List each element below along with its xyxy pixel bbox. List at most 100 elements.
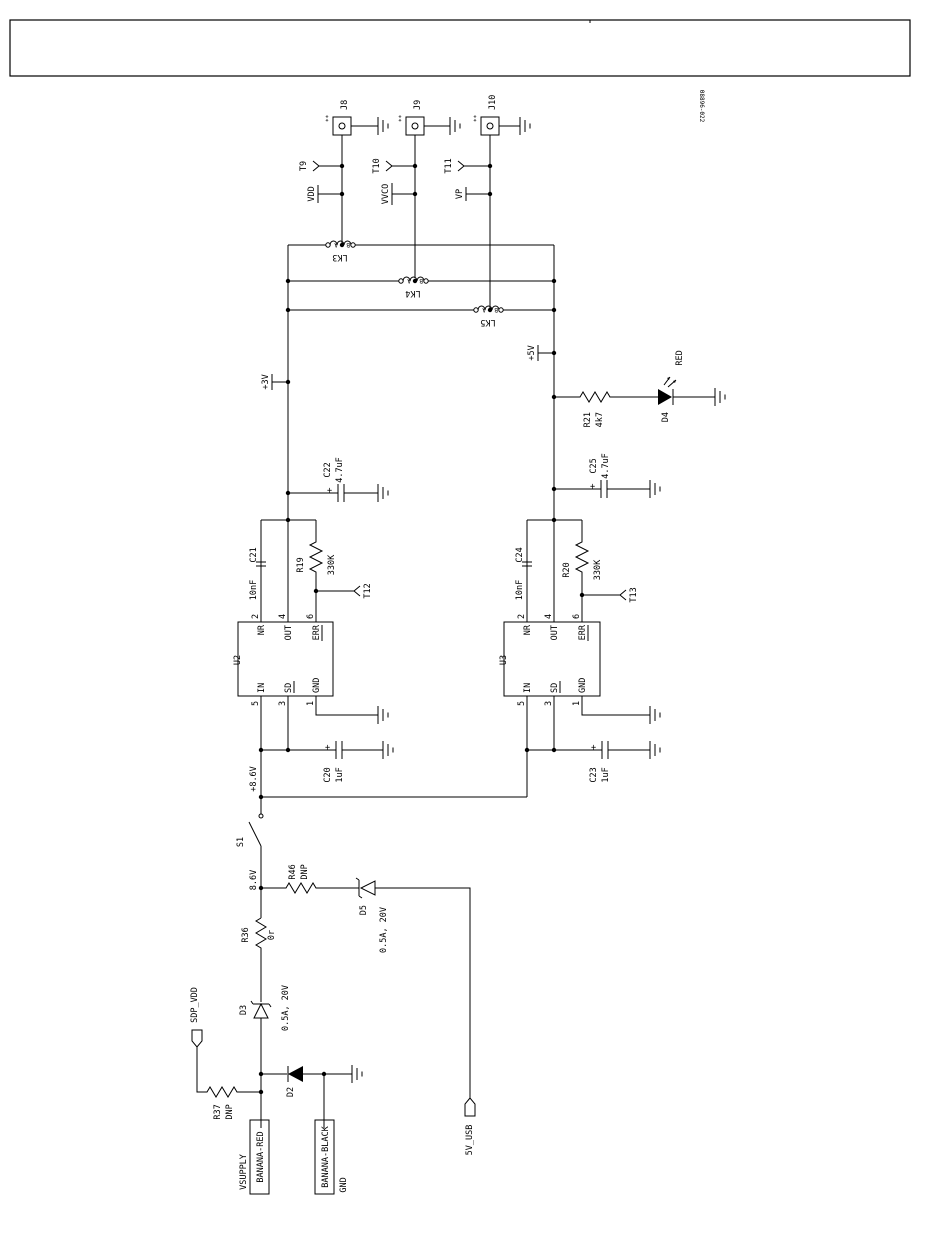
c20-value: 1uF <box>335 767 345 782</box>
lk5-pin-a: A <box>482 306 486 313</box>
link-lk3 <box>288 240 554 248</box>
d5-value: 0.5A, 20V <box>379 907 389 953</box>
d3-label: D3 <box>239 1005 249 1015</box>
plus8v6-label: +8.6V <box>249 766 259 792</box>
connector-j8 <box>332 116 389 245</box>
u2-pin4: 4 <box>278 614 288 619</box>
u2-label: U2 <box>233 655 243 665</box>
u2-pin-sd: SD <box>284 683 294 693</box>
u3-pin3: 3 <box>544 701 554 706</box>
sdp-vdd-label: SDP_VDD <box>190 987 200 1023</box>
banana-black-connector <box>314 1119 335 1195</box>
u3-pin-in: IN <box>523 683 533 693</box>
c22-label: C22 <box>323 462 333 477</box>
u2-pin-gnd: GND <box>312 678 322 693</box>
u2-pin-in: IN <box>257 683 267 693</box>
lk4-pin-a: A <box>407 277 411 284</box>
resistor-r21 <box>551 391 658 403</box>
lk5-label: LK5 <box>480 317 495 327</box>
c22-plus: + <box>327 486 332 496</box>
switch-s1 <box>248 813 264 918</box>
banana-red-connector <box>249 1119 270 1195</box>
c20-label: C20 <box>323 767 333 782</box>
u2-pin2: 2 <box>251 614 261 619</box>
c25-label: C25 <box>589 458 599 473</box>
j9-mark: ** <box>398 114 405 122</box>
c23-plus: + <box>591 743 596 753</box>
c20-plus: + <box>325 743 330 753</box>
r37-label: R37 <box>213 1104 223 1119</box>
u3-bottom-wiring <box>524 696 661 797</box>
test-point-t11 <box>457 160 493 172</box>
c25-plus: + <box>590 482 595 492</box>
u3-pin5: 5 <box>517 701 527 706</box>
r19-value: 330K <box>327 554 337 575</box>
lk3-pin-a: A <box>334 241 338 248</box>
capacitor-c25 <box>551 479 661 499</box>
c25-value: 4.7uF <box>601 453 611 479</box>
port-sdp-vdd <box>191 1029 264 1098</box>
v8v6-label: 8.6V <box>249 870 259 890</box>
banana-red-label: BANANA-RED <box>256 1131 266 1182</box>
lk4-label: LK4 <box>405 288 420 298</box>
c24-value: 10nF <box>515 580 525 600</box>
u3-pin4: 4 <box>544 614 554 619</box>
usb5v-label: 5V_USB <box>465 1125 475 1156</box>
u2-pin3: 3 <box>278 701 288 706</box>
u2-pin-err: ERR <box>312 624 322 640</box>
r36-value: 0r <box>267 930 277 940</box>
led-d4 <box>658 376 726 407</box>
diode-d3 <box>250 1000 272 1128</box>
lk4-pin-b: B <box>419 277 423 284</box>
rail-5v <box>537 245 557 622</box>
u2-pin5: 5 <box>251 701 261 706</box>
u3-circuit <box>522 517 627 622</box>
u3-pin-gnd: GND <box>578 678 588 693</box>
test-point-t9 <box>312 160 345 172</box>
resistor-r36 <box>255 917 267 1002</box>
u3-label: U3 <box>499 655 509 665</box>
j10-label: J10 <box>488 95 498 110</box>
u3-pin-sd: SD <box>550 683 560 693</box>
power-flag-vvco <box>391 183 418 205</box>
power-flag-vp <box>465 187 493 201</box>
c21-value: 10nF <box>249 580 259 600</box>
ic-u2 <box>237 621 334 697</box>
u2-bottom-wiring <box>258 696 394 797</box>
t9-label: T9 <box>299 161 309 171</box>
lk3-label: LK3 <box>332 252 347 262</box>
gnd-net-label: GND <box>339 1177 349 1192</box>
vvco-label: VVCO <box>381 184 391 204</box>
j8-label: J8 <box>340 100 350 110</box>
u3-pin-out: OUT <box>550 625 560 640</box>
banana-black-label: BANANA-BLACK <box>321 1125 331 1187</box>
c21-label: C21 <box>249 547 259 562</box>
plus3v-label: +3V <box>261 374 271 389</box>
r21-value: 4k7 <box>595 412 605 427</box>
u2-pin1: 1 <box>306 701 316 706</box>
u2-pin6: 6 <box>306 614 316 619</box>
figure-code: 08896-022 <box>698 90 705 123</box>
link-lk4 <box>288 276 554 284</box>
u2-pin-nr: NR <box>257 624 267 635</box>
c23-value: 1uF <box>601 767 611 782</box>
u3-pin2: 2 <box>517 614 527 619</box>
u3-pin6: 6 <box>572 614 582 619</box>
diode-d2 <box>258 1064 363 1128</box>
j8-mark: ** <box>325 114 332 122</box>
t12-label: T12 <box>363 583 373 598</box>
resistor-r46 <box>258 882 359 894</box>
j9-label: J9 <box>413 100 423 110</box>
d4-label: D4 <box>661 412 671 422</box>
d4-color: RED <box>675 350 685 365</box>
r37-value: DNP <box>225 1104 235 1119</box>
vdd-label: VDD <box>307 186 317 201</box>
port-5v-usb <box>464 1097 476 1117</box>
u3-pin-nr: NR <box>523 624 533 635</box>
link-lk5 <box>288 305 554 313</box>
r20-label: R20 <box>562 562 572 577</box>
u3-pin-err: ERR <box>578 624 588 640</box>
r21-label: R21 <box>583 412 593 427</box>
c23-label: C23 <box>589 767 599 782</box>
